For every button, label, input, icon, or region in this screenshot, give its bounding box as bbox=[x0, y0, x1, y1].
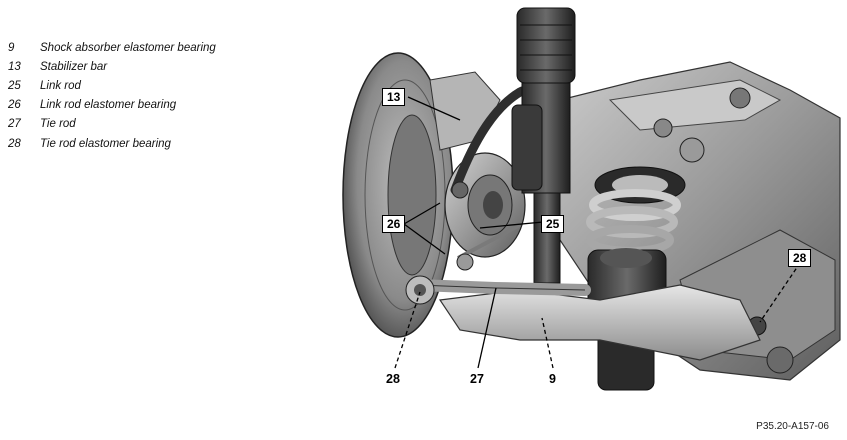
callout-28-right: 28 bbox=[788, 249, 812, 267]
legend-text: Stabilizer bar bbox=[40, 60, 108, 73]
legend-text: Shock absorber elastomer bearing bbox=[40, 41, 216, 54]
legend-item: 25 Link rod bbox=[8, 76, 216, 95]
legend-item: 13 Stabilizer bar bbox=[8, 57, 216, 76]
legend-number: 9 bbox=[8, 41, 15, 54]
legend-text: Tie rod bbox=[40, 118, 76, 131]
leader-lines bbox=[394, 96, 801, 369]
figure-reference: P35.20-A157-06 bbox=[756, 421, 829, 432]
coil-spring bbox=[586, 166, 686, 255]
link-rod-bearing bbox=[456, 253, 474, 271]
callout-9-bottom: 9 bbox=[549, 372, 556, 386]
legend-number: 25 bbox=[8, 79, 21, 92]
tie-rod bbox=[405, 275, 591, 305]
legend-item: 9 Shock absorber elastomer bearing bbox=[8, 38, 216, 57]
brake-disc bbox=[342, 52, 454, 338]
callout-25: 25 bbox=[541, 215, 565, 233]
legend-item: 28 Tie rod elastomer bearing bbox=[8, 134, 216, 153]
legend-item: 26 Link rod elastomer bearing bbox=[8, 96, 216, 115]
link-rod-bearing bbox=[451, 181, 469, 199]
legend-text: Link rod elastomer bearing bbox=[40, 99, 177, 112]
legend: 9 Shock absorber elastomer bearing 13 Stab… bbox=[8, 38, 216, 153]
legend-text: Link rod bbox=[40, 79, 81, 92]
legend-item: 27 Tie rod bbox=[8, 115, 216, 134]
legend-text: Tie rod elastomer bearing bbox=[40, 137, 171, 150]
legend-number: 26 bbox=[8, 99, 21, 112]
link-rod bbox=[457, 223, 521, 260]
shock-absorber bbox=[511, 7, 576, 284]
legend-number: 28 bbox=[8, 137, 21, 150]
legend-number: 13 bbox=[8, 60, 21, 73]
legend-number: 27 bbox=[8, 118, 21, 131]
callout-27-bottom: 27 bbox=[470, 372, 484, 386]
callout-13: 13 bbox=[382, 88, 406, 106]
lower-control-arm bbox=[438, 284, 761, 361]
callout-28-bottom: 28 bbox=[386, 372, 400, 386]
callout-26: 26 bbox=[382, 215, 406, 233]
